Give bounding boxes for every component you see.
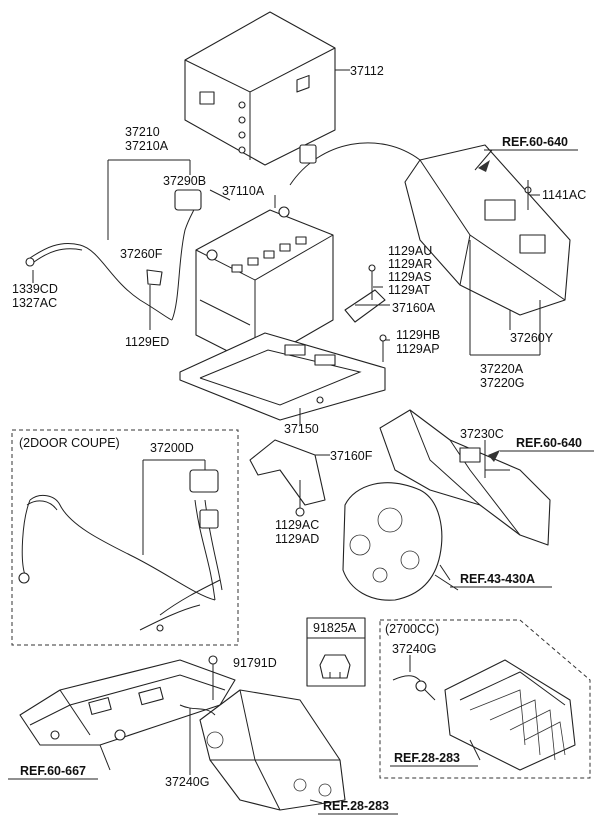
label-37260y: 37260Y (510, 331, 554, 345)
label-1339cd: 1339CD (12, 282, 58, 296)
ref-43-430a: REF.43-430A (460, 572, 535, 586)
label-37220a: 37220A (480, 362, 524, 376)
engine-block (342, 482, 451, 601)
battery (195, 206, 334, 366)
ref-60-640-top: REF.60-640 (502, 135, 568, 149)
label-37150: 37150 (284, 422, 319, 436)
fuse-box-91825a (306, 617, 366, 687)
label-37160a: 37160A (392, 301, 436, 315)
label-37260f: 37260F (120, 247, 163, 261)
label-1129ad: 1129AD (275, 532, 319, 546)
inset-coupe (11, 429, 239, 646)
coupe-inset-title: (2DOOR COUPE) (19, 436, 120, 450)
ref-arrows (478, 160, 500, 462)
battery-cable (25, 142, 471, 321)
ref-60-667: REF.60-667 (20, 764, 86, 778)
inset-2700cc (379, 619, 591, 779)
label-1129hb: 1129HB (396, 328, 440, 342)
label-37200d: 37200D (150, 441, 194, 455)
label-37210a: 37210A (125, 139, 169, 153)
panel-37230c (379, 409, 551, 546)
label-1141ac: 1141AC (542, 188, 586, 202)
label-1129ac: 1129AC (275, 518, 319, 532)
ref-28-283-bottom: REF.28-283 (323, 799, 389, 813)
battery-tray (179, 332, 386, 425)
intake-manifold (179, 655, 346, 811)
ref-28-283-right: REF.28-283 (394, 751, 460, 765)
label-37220g: 37220G (480, 376, 524, 390)
label-1129ap: 1129AP (396, 342, 440, 356)
label-91825a: 91825A (313, 621, 357, 635)
label-37240g-top: 37240G (392, 642, 436, 656)
label-37240g-bottom: 37240G (165, 775, 209, 789)
label-1129as: 1129AS (388, 270, 432, 284)
label-1327ac: 1327AC (12, 296, 57, 310)
label-1129at: 1129AT (388, 283, 430, 297)
label-91791d: 91791D (233, 656, 277, 670)
label-1129au: 1129AU (388, 244, 432, 258)
label-37230c: 37230C (460, 427, 504, 441)
label-37110a: 37110A (222, 184, 265, 198)
cc-inset-title: (2700CC) (385, 622, 439, 636)
ref-60-640-mid: REF.60-640 (516, 436, 582, 450)
cable-clip (146, 269, 163, 330)
label-37112: 37112 (350, 64, 384, 78)
label-37160f: 37160F (330, 449, 373, 463)
label-37290b: 37290B (163, 174, 206, 188)
fuse-box-bracket (404, 144, 571, 356)
bracket-37160a (344, 264, 387, 362)
label-1129ar: 1129AR (388, 257, 432, 271)
battery-cover (184, 11, 350, 166)
label-37210: 37210 (125, 125, 160, 139)
label-1129ed: 1129ED (125, 335, 169, 349)
bracket-37160f (249, 439, 330, 517)
